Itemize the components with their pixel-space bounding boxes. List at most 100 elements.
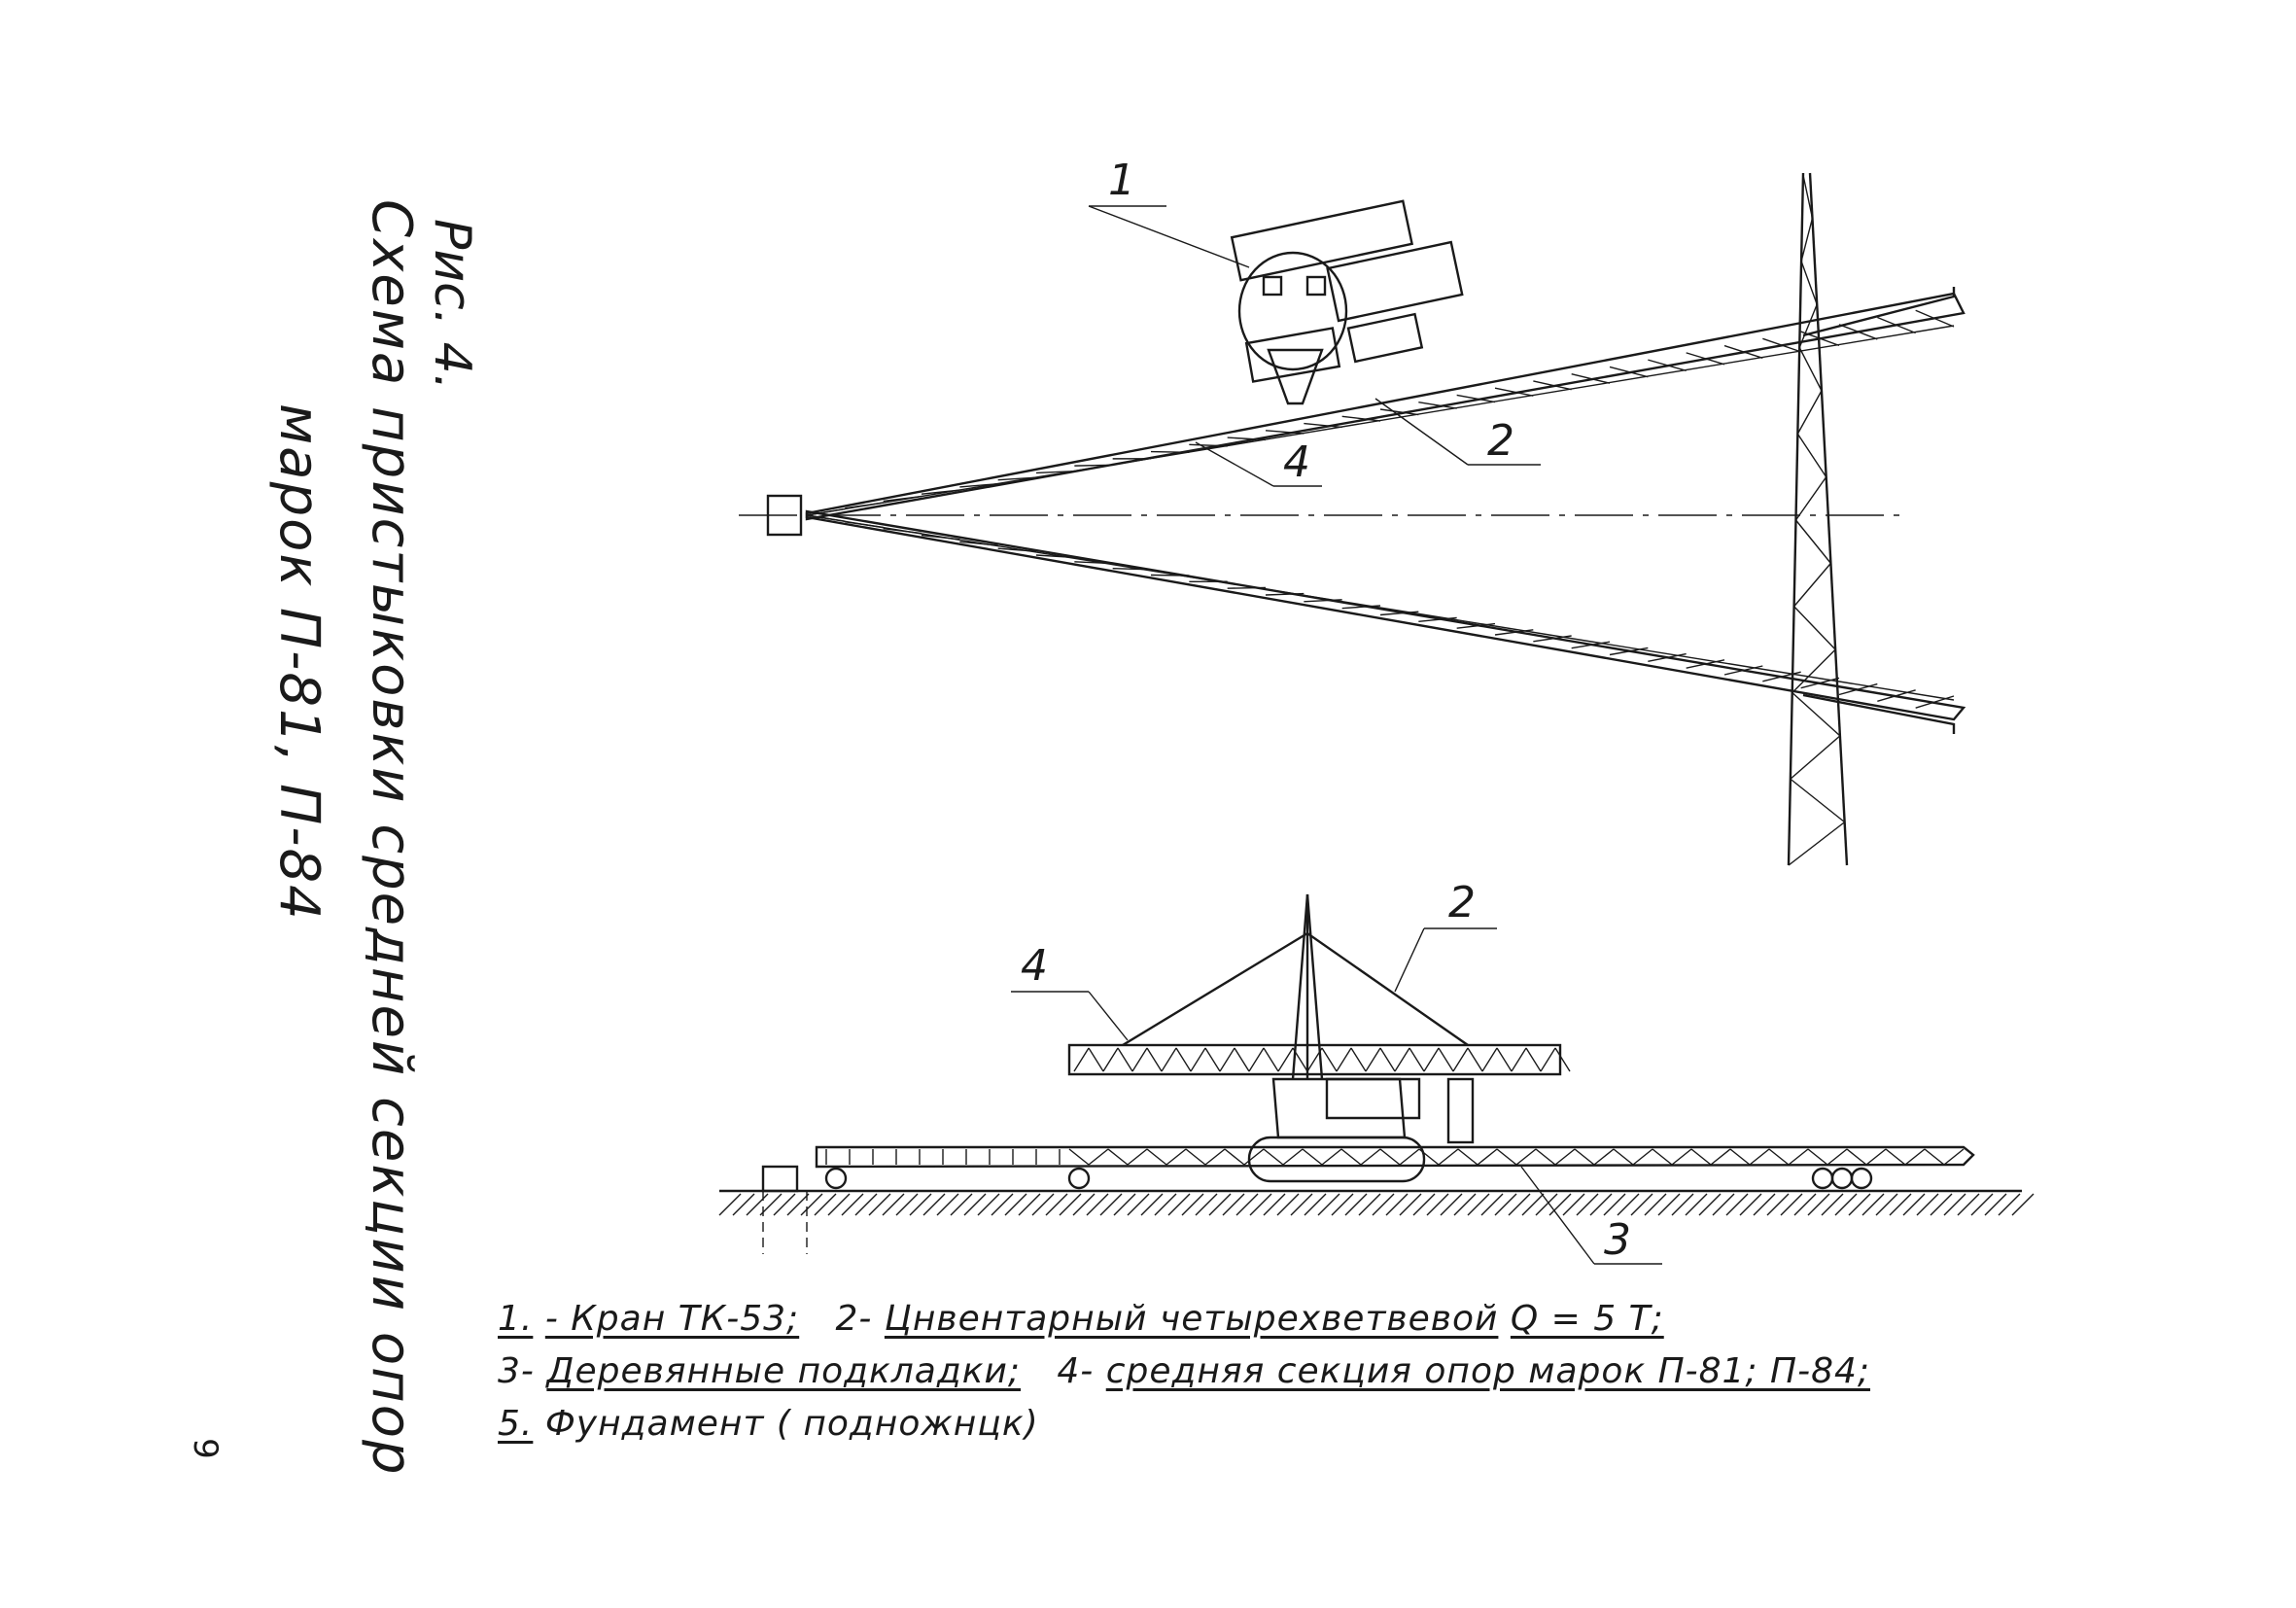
truss-member [845, 521, 884, 529]
truss-member [1657, 1193, 1681, 1216]
truss-member [1304, 1193, 1327, 1216]
truss-member [1648, 652, 1687, 663]
truss-member [921, 534, 960, 541]
truss-member [1409, 1047, 1425, 1072]
truss-member [1481, 1047, 1498, 1072]
truss-member [1690, 1148, 1712, 1166]
truss-member [1035, 554, 1075, 559]
truss-member [1800, 677, 1840, 689]
truss-member [1554, 1148, 1576, 1166]
truss-member [1248, 1047, 1265, 1072]
truss-member [1477, 1148, 1498, 1166]
truss-member [1609, 647, 1649, 656]
truss-member [921, 489, 960, 495]
truss-member [1304, 422, 1342, 429]
legend-item-number: 5. [498, 1404, 534, 1444]
truss-member [1617, 1193, 1640, 1216]
truss-member [1372, 1193, 1395, 1216]
truss-member [1848, 1193, 1871, 1216]
truss-member [1317, 1193, 1340, 1216]
truss-member [1341, 605, 1381, 610]
truss-member [1793, 1193, 1817, 1216]
truss-member [1790, 735, 1841, 780]
callout-label: 2 [1448, 878, 1476, 927]
truss-member [1915, 309, 1955, 328]
truss-member [1800, 218, 1814, 262]
truss-member [1438, 1047, 1454, 1072]
lower-leg-truss [805, 509, 1966, 721]
truss-member [1998, 1193, 2021, 1216]
truss-member [1277, 1047, 1294, 1072]
callout-plan-4: 4 [1195, 437, 1322, 487]
truss-member [1127, 1193, 1150, 1216]
callout-label: 4 [1283, 437, 1310, 487]
truss-member [1788, 821, 1846, 866]
truss-member [1798, 347, 1823, 392]
truss-member [1190, 1047, 1206, 1072]
crane-tk53-plan [1230, 199, 1464, 405]
truss-member [1861, 1193, 1885, 1216]
truss-member [1554, 1047, 1571, 1072]
truss-member [1399, 1148, 1420, 1166]
truss-member [1165, 1148, 1187, 1166]
truss-member [1467, 1193, 1490, 1216]
truss-member [1792, 648, 1836, 693]
truss-member [1984, 1193, 2007, 1216]
truss-member [806, 514, 846, 522]
truss-member [1807, 1193, 1830, 1216]
truss-member [1613, 1148, 1634, 1166]
truss-member [1235, 1193, 1259, 1216]
legend-item-number: 2- [835, 1299, 873, 1339]
truss-member [1360, 1148, 1381, 1166]
truss-member [1834, 1193, 1858, 1216]
truss-member [1686, 352, 1725, 366]
truss-member [1150, 574, 1190, 577]
truss-member [1150, 450, 1190, 454]
truss-member [1685, 1193, 1708, 1216]
truss-member [950, 1193, 973, 1216]
truss-member [1686, 659, 1725, 669]
truss-member [1440, 1193, 1463, 1216]
truss-member [1265, 430, 1305, 435]
truss-member [1074, 561, 1113, 565]
truss-member [959, 541, 998, 546]
truss-member [1418, 616, 1457, 623]
truss-member [1943, 1193, 1966, 1216]
truss-member [1290, 1193, 1313, 1216]
truss-member [1496, 1148, 1517, 1166]
legend: 1. - Кран ТК-53; 2- Цнвентарный четырехв… [498, 1293, 1870, 1451]
truss-member [1385, 1193, 1409, 1216]
truss-member [1072, 1193, 1096, 1216]
truss-member [1749, 1148, 1770, 1166]
truss-member [1609, 366, 1649, 378]
truss-member [845, 502, 884, 509]
lifted-middle-section [1067, 1043, 1571, 1076]
truss-member [1146, 1148, 1167, 1166]
truss-member [1562, 1193, 1585, 1216]
truss-member [1508, 1193, 1531, 1216]
truss-member [1175, 1047, 1192, 1072]
truss-member [1800, 261, 1818, 305]
truss-member [1525, 1047, 1542, 1072]
truss-member [1379, 1148, 1401, 1166]
truss-member [1725, 1193, 1749, 1216]
truss-member [1877, 689, 1916, 703]
truss-member [1698, 1193, 1722, 1216]
truss-member [1265, 592, 1305, 596]
truss-member [1796, 390, 1823, 435]
elevation-view [718, 893, 2035, 1254]
truss-member [1494, 629, 1534, 636]
truss-member [1127, 1148, 1148, 1166]
truss-member [1263, 1148, 1284, 1166]
truss-member [1018, 1193, 1041, 1216]
truss-member [1161, 1047, 1177, 1072]
legend-item-crane: - Кран ТК-53; [544, 1299, 800, 1339]
truss-member [1341, 415, 1381, 422]
truss-member [1766, 1193, 1790, 1216]
truss-member [1304, 599, 1342, 603]
truss-member [800, 1193, 823, 1216]
truss-member [1181, 1193, 1204, 1216]
truss-member [1204, 1047, 1221, 1072]
